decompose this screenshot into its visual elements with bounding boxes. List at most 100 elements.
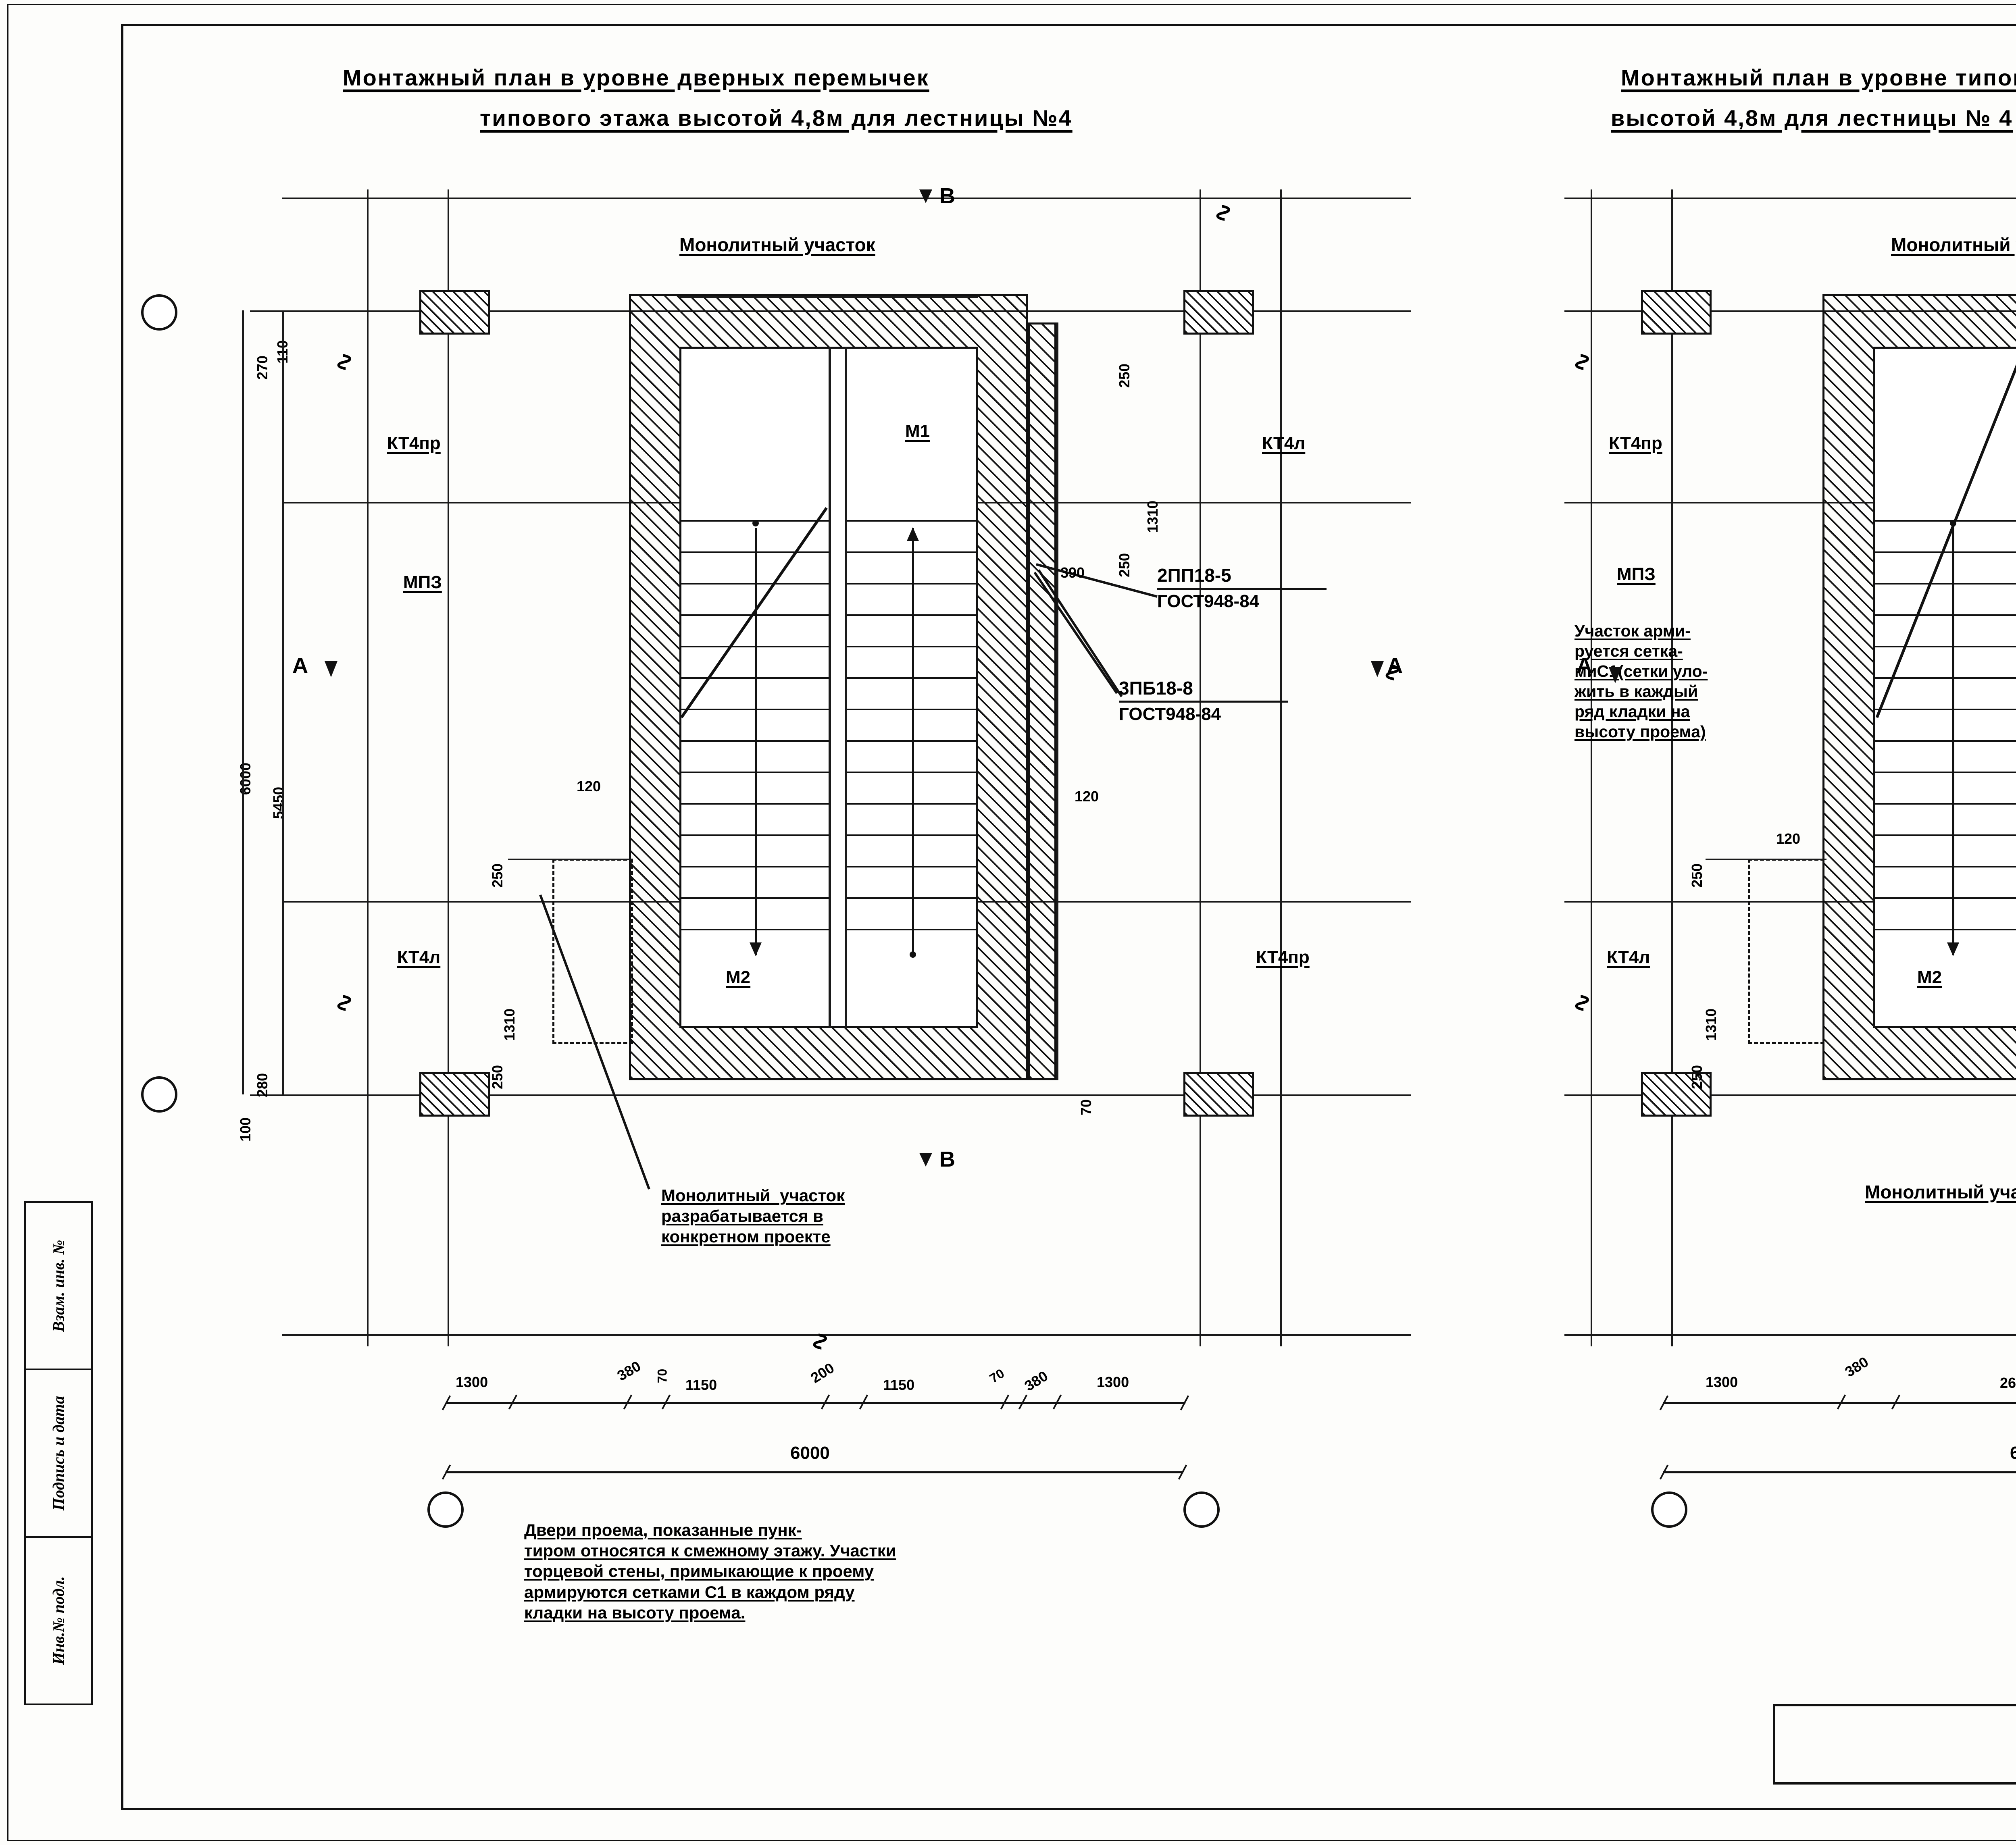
right-mono-label-top: Монолитный участок — [1891, 234, 2016, 255]
right-plan-title-line2: высотой 4,8м для лестницы № 4 — [1611, 105, 2013, 131]
right-door-dashed-opening — [1748, 859, 1824, 1044]
left-break-symbol-tl: ∿ — [331, 352, 359, 372]
left-lintel-divider-2 — [1119, 701, 1288, 703]
left-column-tl — [419, 290, 490, 335]
left-wall-label-tl: КТ4пр — [387, 433, 441, 453]
title-block: 1.420.1 - 25. 0-1-34 лист 3 — [1773, 1704, 2016, 1785]
left-wall-label-ml: МПЗ — [403, 572, 442, 592]
right-column-tl — [1641, 290, 1712, 335]
right-grid-h-upper — [1564, 310, 2016, 312]
left-section-arrow-a-right — [1371, 661, 1384, 677]
left-inner-dim-1310: 1310 — [1144, 500, 1161, 533]
left-grid-v-1 — [367, 189, 369, 1346]
right-break-symbol-tl: ∿ — [1569, 352, 1597, 372]
left-inner-dim-250a: 250 — [1116, 363, 1133, 388]
left-section-mark-b-bottom: В — [939, 1147, 956, 1171]
left-note-bottom: Двери проема, показанные пунк- тиром отн… — [524, 1521, 896, 1622]
left-stair-central-wall-b — [845, 347, 847, 1028]
left-stair-central-wall-a — [829, 347, 831, 1028]
left-lintel-callout-2: 3ПБ18-8 ГОСТ948-84 — [1119, 677, 1288, 724]
left-hdim-1150a: 1150 — [685, 1377, 717, 1393]
left-axis-bubble-b1 — [427, 1491, 464, 1528]
left-inner-dim-1310b: 1310 — [501, 1008, 518, 1041]
stamp-cell-inv: Инв.№ подл. — [26, 1538, 91, 1704]
left-lintel-standard-2: ГОСТ948-84 — [1119, 704, 1221, 724]
left-axis-bubble-tl — [141, 294, 177, 331]
left-wall-label-tr: КТ4л — [1262, 433, 1306, 453]
right-door-dashed-guide — [1706, 859, 1826, 860]
left-grid-h-bottom — [282, 1334, 1411, 1336]
left-note-mono-leader — [539, 894, 650, 1190]
left-section-arrow-b-top — [919, 189, 932, 203]
right-section-mark-a-left: А — [1577, 653, 1593, 678]
stamp-label-vzam: Взам. инв. № — [49, 1240, 68, 1332]
left-inner-dim-wall-left: 120 — [577, 778, 601, 795]
left-grid-v-4 — [1280, 189, 1282, 1346]
left-vdim-280: 280 — [254, 1073, 271, 1097]
left-grid-v-2 — [448, 189, 449, 1346]
left-lintel-mark-1: 2ПП18-5 — [1157, 565, 1231, 586]
left-inner-dim-offset70: 70 — [1078, 1099, 1094, 1115]
left-section-arrow-a-left — [325, 661, 337, 677]
left-stair-arrow-down — [750, 528, 762, 956]
left-stair-break-diagonal — [681, 507, 828, 718]
left-column-tr — [1183, 290, 1254, 335]
right-grid-v-2 — [1671, 189, 1673, 1346]
left-grid-h-top — [282, 198, 1411, 199]
stamp-label-podpis: Подпись и дата — [49, 1396, 68, 1511]
right-plan-title-line1: Монтажный план в уровне типового этажа — [1621, 65, 2016, 90]
right-stair-flight-left — [1875, 520, 2016, 959]
right-column-bl — [1641, 1072, 1712, 1117]
right-mono-label-bottom: Монолитный участок — [1865, 1181, 2016, 1202]
right-hdim-2640: 2640 — [2000, 1375, 2016, 1391]
left-stair-arrow-dot-b — [910, 951, 916, 958]
left-lintel-divider-1 — [1157, 588, 1327, 590]
left-inner-dim-250d: 250 — [489, 1065, 506, 1089]
left-hdim-1150b: 1150 — [883, 1377, 915, 1393]
left-hdim-total: 6000 — [790, 1443, 830, 1463]
left-column-bl — [419, 1072, 490, 1117]
left-break-symbol-tr: ∿ — [1210, 202, 1238, 223]
right-inner-dim-1310b: 1310 — [1703, 1008, 1719, 1041]
left-inner-dim-wall-right: 120 — [1075, 788, 1099, 805]
left-section-mark-a-left: А — [292, 653, 308, 678]
left-hdim-1300b: 1300 — [1097, 1374, 1129, 1390]
right-grid-h-top — [1564, 198, 2016, 199]
right-grid-v-1 — [1591, 189, 1592, 1346]
left-door-dashed-guide — [508, 859, 633, 860]
right-section-arrow-a-left — [1609, 667, 1622, 683]
left-wall-right-ext — [1028, 322, 1056, 1080]
left-inner-dim-390: 390 — [1060, 564, 1085, 581]
sheet-outer-frame — [7, 4, 2016, 1841]
left-hdim-1300a: 1300 — [456, 1374, 488, 1390]
left-lintel-standard-1: ГОСТ948-84 — [1157, 591, 1260, 611]
right-wall-inner-void — [1873, 347, 2016, 1028]
sheet-inner-frame — [121, 24, 2016, 1810]
right-grid-h-lower — [1564, 1094, 2016, 1096]
right-wall-label-ml: МПЗ — [1617, 564, 1656, 584]
left-plan-title-line2: типового этажа высотой 4,8м для лестницы… — [480, 105, 1073, 131]
right-inner-dim-wall-left: 120 — [1776, 830, 1801, 847]
left-wall-label-bl: КТ4л — [397, 947, 441, 967]
right-grid-h-mid2 — [1564, 901, 2016, 903]
left-wall-right-ext-line — [1056, 322, 1058, 1080]
left-inner-dim-250c: 250 — [489, 863, 506, 888]
stamp-side-strip: Взам. инв. № Подпись и дата Инв.№ подл. — [24, 1201, 93, 1705]
left-stair-arrow-up — [907, 527, 919, 955]
left-vdim-6000: 6000 — [237, 762, 254, 795]
right-note-mesh: Участок арми- руется сетка- миС1(сетки у… — [1574, 622, 1708, 741]
right-inner-dim-250d: 250 — [1689, 1065, 1705, 1089]
right-hdim-total: 6000 — [2010, 1443, 2016, 1463]
stamp-cell-podpis: Подпись и дата — [26, 1370, 91, 1538]
right-stair-arrow-dot-a — [1950, 520, 1956, 526]
right-grid-h-bottom — [1564, 1334, 2016, 1336]
left-plan-title-line1: Монтажный план в уровне дверных перемыче… — [343, 65, 929, 90]
left-grid-h-lower — [250, 1094, 1411, 1096]
right-hdim-total-line — [1663, 1471, 2016, 1473]
title-block-drawing-code: 1.420.1 - 25. 0-1-34 — [1775, 1706, 2016, 1782]
left-section-mark-b-top: В — [939, 184, 956, 208]
left-lintel-leader-lines — [1033, 563, 1158, 697]
right-hdim-1300a: 1300 — [1706, 1374, 1738, 1390]
left-hdim-total-line — [446, 1471, 1183, 1473]
right-axis-bubble-b1 — [1651, 1491, 1687, 1528]
